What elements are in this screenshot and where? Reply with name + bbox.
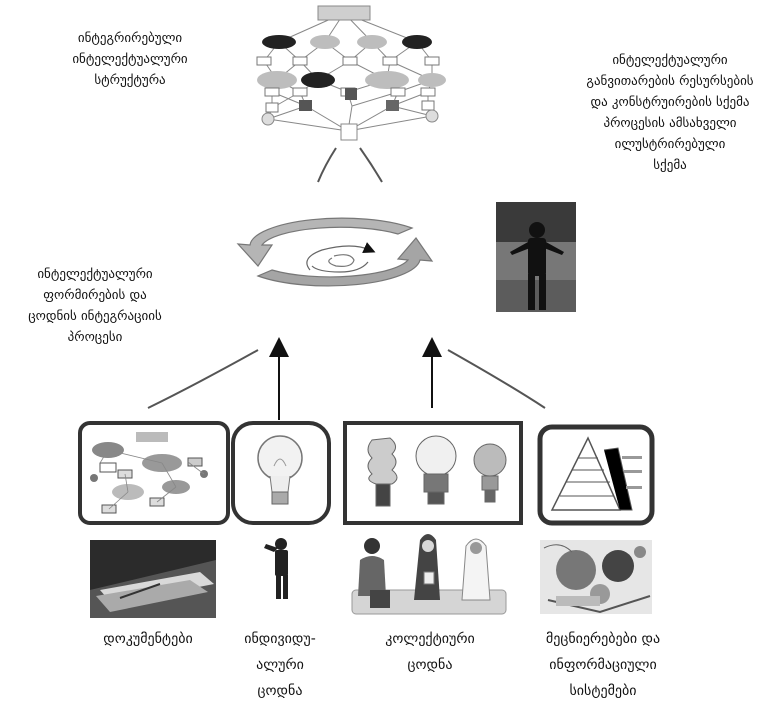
cycle-arrows bbox=[236, 217, 434, 287]
caption-science-info-systems: მეცნიერებები და ინფორმაციული სისტემები bbox=[545, 631, 661, 699]
silhouette-photo bbox=[496, 202, 576, 312]
bulbs-box bbox=[343, 421, 523, 525]
caption-individual-knowledge: ინდივიდუ- ალური ცოდნა bbox=[244, 631, 316, 699]
label-illustrated-scheme: ინტელექტუალური განვითარების რესურსების დ… bbox=[586, 53, 754, 173]
connector-lines bbox=[147, 147, 546, 409]
pyramid-box bbox=[537, 424, 655, 526]
collective-photo bbox=[351, 534, 507, 615]
network-structure bbox=[256, 5, 446, 141]
documents-photo bbox=[90, 540, 216, 618]
lightbulb-box bbox=[231, 421, 331, 525]
documents-box bbox=[78, 421, 230, 525]
caption-collective-knowledge: კოლექტიური ცოდნა bbox=[385, 631, 475, 673]
individual-photo bbox=[264, 538, 288, 599]
label-integrated-structure: ინტეგრირებული ინტელექტუალური სტრუქტურა bbox=[72, 31, 188, 88]
science-collage bbox=[540, 540, 652, 614]
label-formation-process: ინტელექტუალური ფორმირების და ცოდნის ინტე… bbox=[28, 267, 162, 345]
caption-documents: დოკუმენტები bbox=[103, 631, 193, 647]
